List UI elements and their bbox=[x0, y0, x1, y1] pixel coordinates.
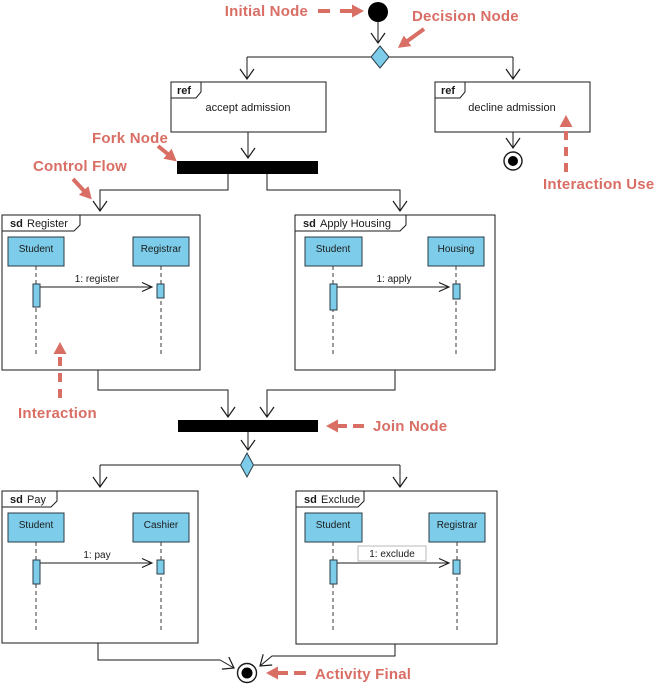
activity-final-node-inner bbox=[241, 667, 253, 679]
ref-accept-tab bbox=[170, 81, 202, 99]
activation-bar bbox=[156, 283, 165, 299]
activation-bar bbox=[156, 559, 165, 575]
label-fork-node: Fork Node bbox=[92, 130, 168, 147]
activation-bar bbox=[32, 283, 41, 308]
label-control-flow: Control Flow bbox=[33, 158, 127, 175]
final-bottom-section bbox=[97, 643, 396, 684]
lifeline-label: Registrar bbox=[437, 520, 478, 531]
fragment-tab bbox=[1, 490, 58, 508]
fragment-tab bbox=[295, 490, 365, 508]
fragment-keyword: sd bbox=[10, 218, 23, 230]
activity-final-top-inner bbox=[508, 156, 518, 166]
lifeline-head-student bbox=[7, 236, 65, 267]
initial-node bbox=[368, 2, 388, 22]
control-flow-pointer-arrow bbox=[71, 177, 92, 200]
message-label: 1: register bbox=[75, 274, 120, 285]
label-interaction: Interaction bbox=[18, 405, 97, 422]
lifeline-label: Housing bbox=[438, 244, 475, 255]
lifeline-head-student bbox=[304, 512, 363, 543]
activation-bar bbox=[452, 283, 461, 300]
lifeline-head-student bbox=[304, 236, 363, 267]
fragment-exclude: sd Exclude Student Registrar 1: exclude bbox=[295, 490, 498, 645]
label-join-node: Join Node bbox=[373, 418, 447, 435]
edge-register-to-join bbox=[97, 370, 236, 419]
message-label: 1: exclude bbox=[369, 549, 415, 560]
decision-node bbox=[370, 45, 390, 69]
ref-decline-tab bbox=[434, 81, 466, 99]
lifeline-label: Student bbox=[316, 244, 351, 255]
lifeline-head-registrar bbox=[428, 512, 486, 543]
message-label: 1: apply bbox=[376, 274, 411, 285]
fragment-tab bbox=[1, 214, 81, 232]
join-section bbox=[92, 370, 408, 489]
label-initial-node: Initial Node bbox=[225, 3, 308, 20]
fragment-apply-housing: sd Apply Housing Student Housing 1: appl… bbox=[294, 214, 496, 371]
fragment-keyword: sd bbox=[304, 494, 317, 506]
ref-accept-label: accept admission bbox=[206, 102, 291, 114]
fragment-name: Register bbox=[27, 218, 68, 230]
ref-keyword: ref bbox=[177, 85, 191, 97]
decision-node-pointer-arrow bbox=[397, 27, 426, 48]
fork-node bbox=[177, 161, 318, 174]
fork-section bbox=[92, 132, 408, 213]
fragment-keyword: sd bbox=[303, 218, 316, 230]
join-node bbox=[178, 420, 318, 432]
lifeline-label: Student bbox=[316, 520, 351, 531]
edge-exclude-to-final bbox=[259, 644, 396, 667]
edge-fork-to-apply-housing bbox=[266, 174, 408, 213]
lifeline-label: Cashier bbox=[144, 520, 179, 531]
decision-node-lower bbox=[239, 451, 255, 479]
label-activity-final: Activity Final bbox=[315, 666, 411, 683]
lifeline-label: Registrar bbox=[141, 244, 182, 255]
ref-decline-label: decline admission bbox=[468, 102, 555, 114]
fragment-keyword: sd bbox=[10, 494, 23, 506]
lifeline-head-cashier bbox=[132, 512, 190, 543]
edge-pay-to-final bbox=[97, 643, 235, 670]
lifeline-head-registrar bbox=[132, 236, 190, 267]
edge-fork-to-register bbox=[92, 174, 229, 213]
ref-keyword: ref bbox=[441, 85, 455, 97]
fragment-tab bbox=[294, 214, 407, 232]
ref-accept-admission: ref accept admission bbox=[170, 81, 327, 133]
fragment-name: Apply Housing bbox=[320, 218, 391, 230]
activity-top-section bbox=[239, 2, 521, 81]
message-label-box bbox=[357, 545, 427, 562]
lifeline-head-student bbox=[7, 512, 65, 543]
activation-bar bbox=[32, 559, 41, 585]
message-label: 1: pay bbox=[83, 550, 110, 561]
lifeline-head-housing bbox=[427, 236, 485, 267]
fragment-pay: sd Pay Student Cashier 1: pay bbox=[1, 490, 199, 644]
fork-node-pointer-arrow bbox=[156, 144, 177, 162]
label-interaction-use: Interaction Use bbox=[543, 176, 654, 193]
activation-bar bbox=[452, 559, 461, 575]
fragment-name: Exclude bbox=[321, 494, 360, 506]
lifeline-label: Student bbox=[19, 520, 54, 531]
fragment-name: Pay bbox=[27, 494, 46, 506]
activation-bar bbox=[329, 559, 338, 585]
edge-apply-to-join bbox=[259, 370, 396, 419]
label-decision-node: Decision Node bbox=[412, 8, 519, 25]
fragment-register: sd Register Student Registrar 1: registe… bbox=[1, 214, 201, 371]
final-top-section bbox=[503, 132, 523, 171]
ref-decline-admission: ref decline admission bbox=[434, 81, 591, 133]
annotations: Initial Node Decision Node Fork Node Con… bbox=[18, 3, 654, 683]
activation-bar bbox=[329, 283, 338, 311]
lifeline-label: Student bbox=[19, 244, 54, 255]
